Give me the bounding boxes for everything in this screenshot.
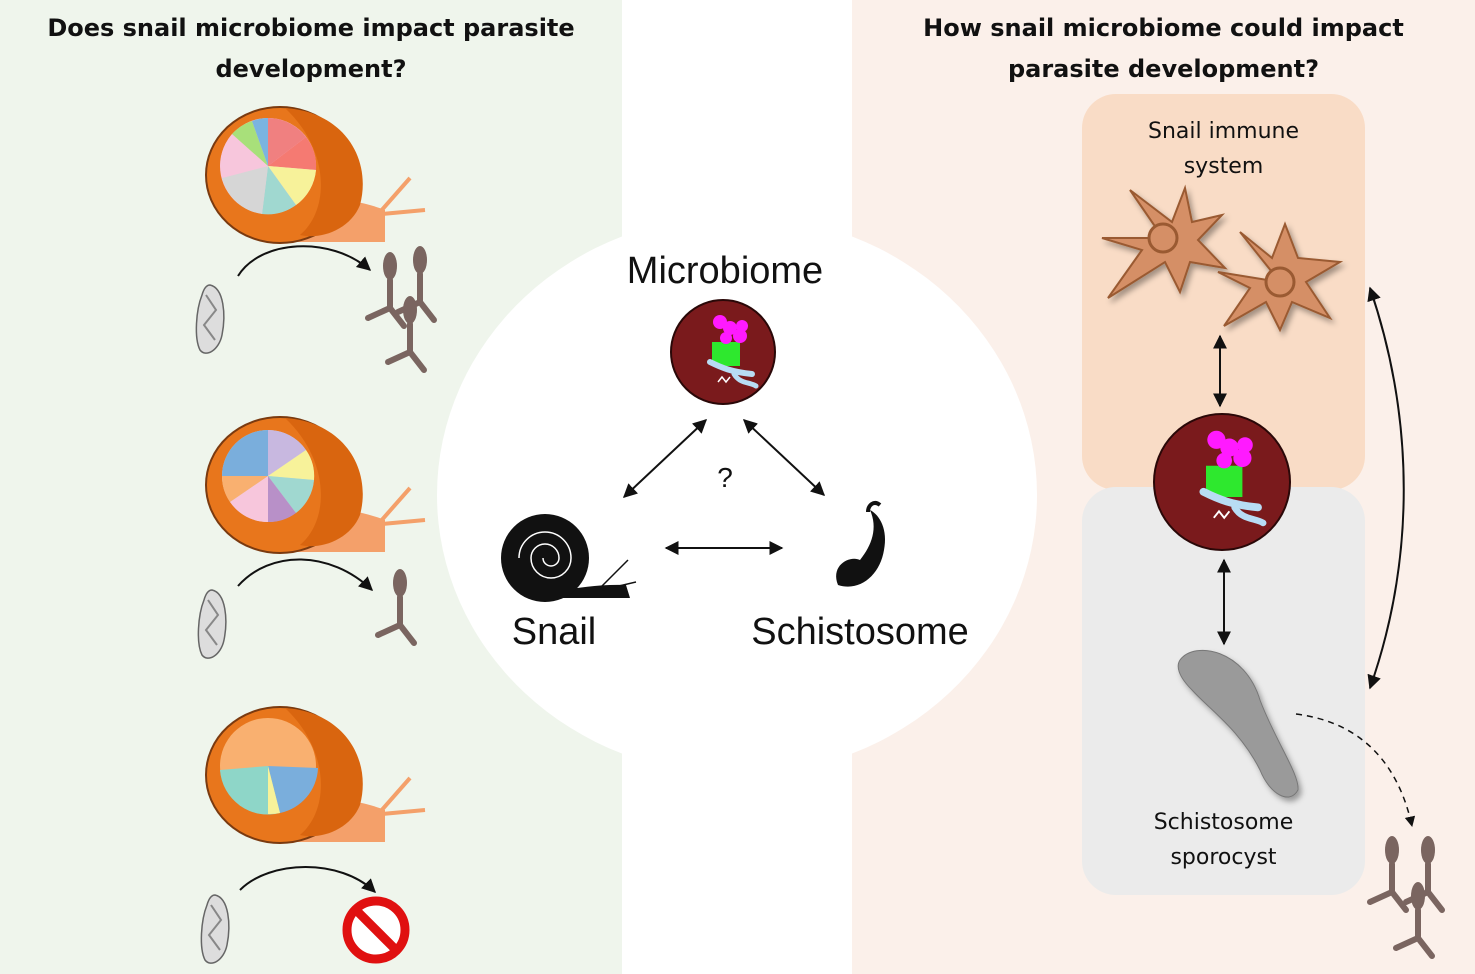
immune-cell-icon-2 <box>1217 221 1344 333</box>
immune-cell-icon <box>1101 184 1228 299</box>
snail-silhouette-icon <box>501 514 637 602</box>
sporocyst-icon <box>1177 649 1299 798</box>
microbiome-icon <box>670 299 776 405</box>
snail-label: Snail <box>511 611 597 653</box>
immune-system-label: Snail immune system <box>1147 119 1299 179</box>
microbiome-pie-1 <box>220 118 317 215</box>
schistosome-label: Schistosome <box>751 611 969 653</box>
microbiome-pie-2 <box>221 429 315 523</box>
snail-dominated-microbiome <box>204 705 427 845</box>
miracidium-icon <box>195 284 225 355</box>
microbiome-icon-large <box>1153 413 1291 551</box>
right-panel-heading: How snail microbiome could impact parasi… <box>923 14 1404 83</box>
no-development-icon <box>342 896 410 964</box>
snail-diverse-microbiome-2 <box>204 415 427 555</box>
snail-diverse-microbiome-1 <box>204 105 427 245</box>
sporocyst-label: Schistosome sporocyst <box>1153 810 1294 870</box>
immune-system-box <box>1082 94 1365 490</box>
microbiome-label: Microbiome <box>626 250 824 292</box>
left-panel-heading: Does snail microbiome impact parasite de… <box>47 14 575 83</box>
schistosome-icon <box>836 501 886 587</box>
microbiome-pie-3 <box>220 718 318 815</box>
question-mark: ? <box>717 462 733 493</box>
